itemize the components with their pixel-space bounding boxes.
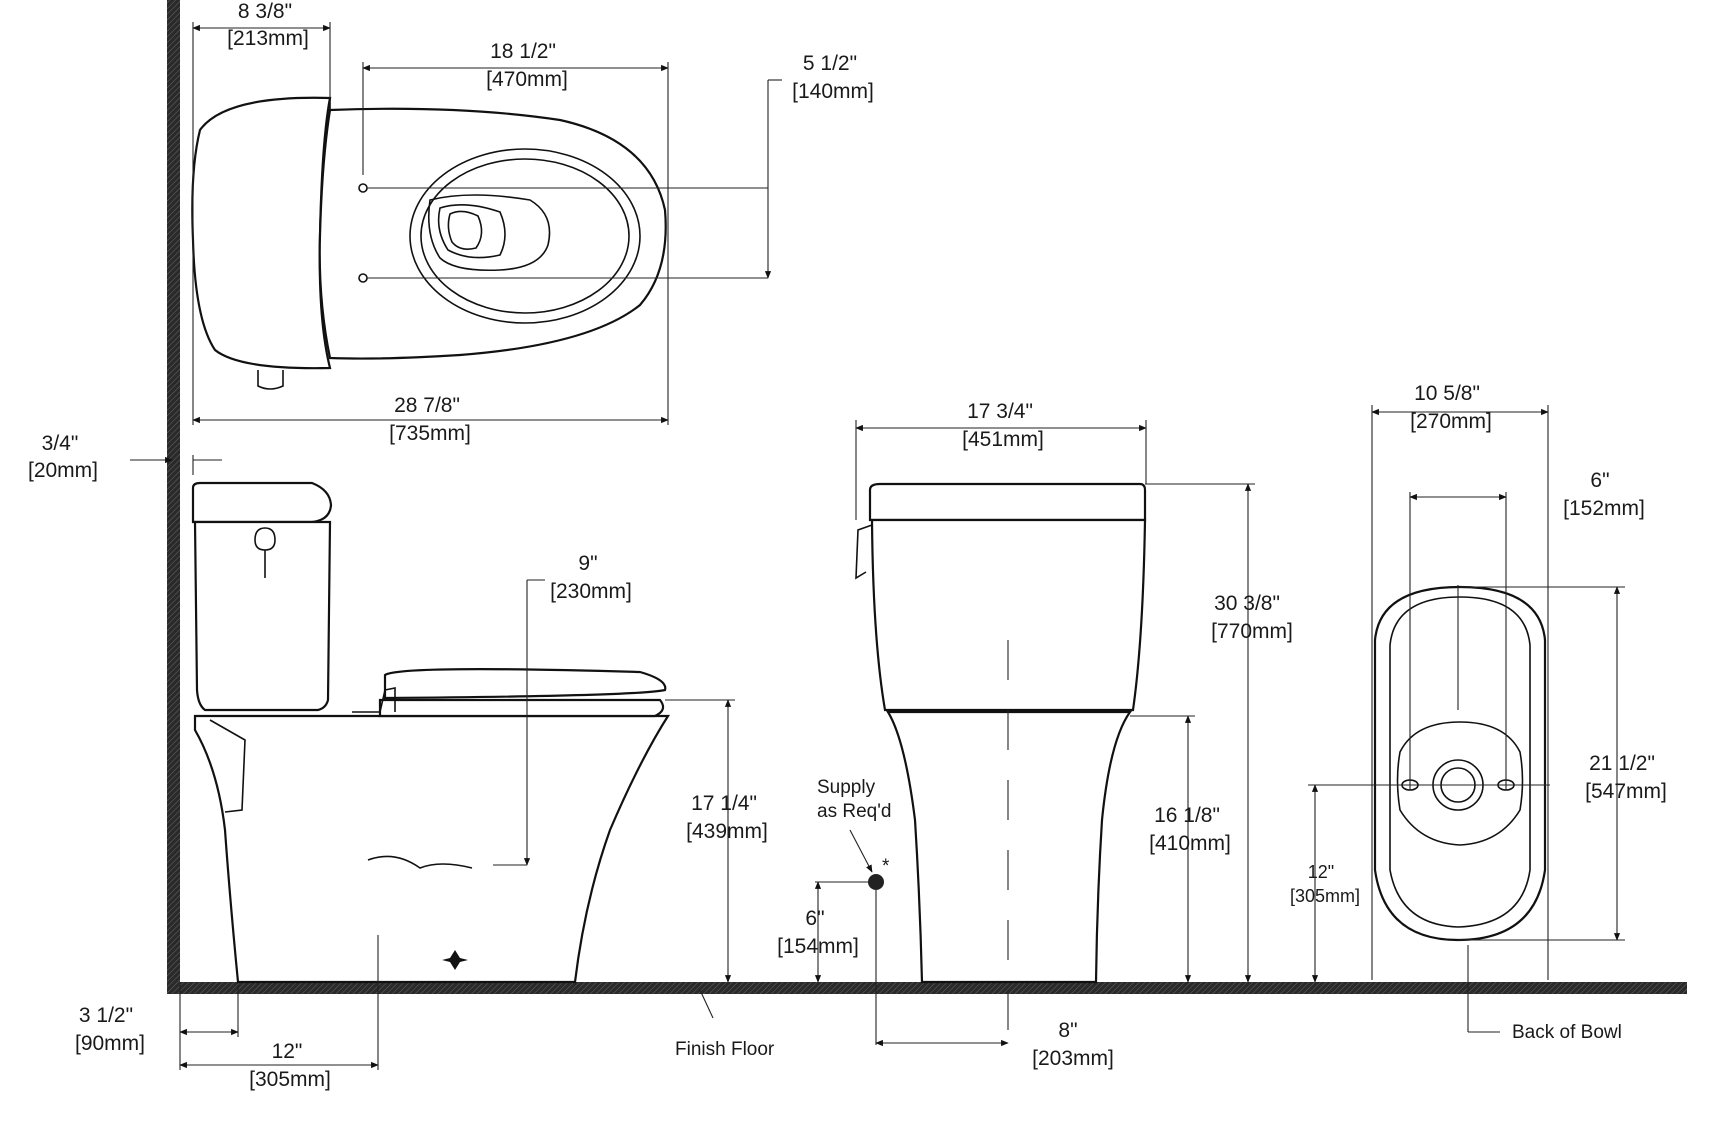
finish-floor-label: Finish Floor: [675, 1039, 775, 1060]
side-view-seat-lid: [383, 668, 667, 700]
base-view-dimensions: [1308, 405, 1625, 1033]
side-view: [191, 481, 671, 984]
dim-bowl-height-in: 16 1/8": [1154, 804, 1220, 827]
front-view-tank: [870, 518, 1147, 712]
dim-bolt-width-in: 6": [1590, 469, 1609, 492]
dim-floor-to-outlet-in: 3 1/2": [79, 1004, 133, 1027]
dim-rough-in-mm: [305mm]: [249, 1068, 331, 1091]
dim-base-length-mm: [547mm]: [1585, 780, 1667, 803]
dim-base-rough-in-in: 12": [1308, 862, 1334, 882]
top-view-tank: [191, 96, 332, 370]
dim-overall-height-mm: [770mm]: [1211, 620, 1293, 643]
top-view-bowl: [318, 107, 667, 360]
base-view-outline: [1373, 585, 1547, 942]
supply-label-line1: Supply: [817, 777, 876, 798]
dim-rim-height-mm: [439mm]: [686, 820, 768, 843]
dim-tank-width-mm: [451mm]: [962, 428, 1044, 451]
dimension-labels: 8 3/8" [213mm] 18 1/2" [470mm] 5 1/2" [1…: [28, 0, 1667, 1091]
dim-bolt-spacing-in: 5 1/2": [803, 52, 857, 75]
side-view-dimensions: [130, 455, 884, 1070]
supply-point: [868, 874, 884, 890]
dim-base-width-in: 10 5/8": [1414, 382, 1480, 405]
top-view: [191, 96, 667, 390]
dim-base-length-in: 21 1/2": [1589, 752, 1655, 775]
dim-bolt-spacing-mm: [140mm]: [792, 80, 874, 103]
dim-top-tank-depth-in: 8 3/8": [238, 0, 292, 23]
dim-seat-depth-in: 9": [578, 552, 597, 575]
dim-base-width-mm: [270mm]: [1410, 410, 1492, 433]
dim-bolt-width-mm: [152mm]: [1563, 497, 1645, 520]
dim-wall-gap-mm: [20mm]: [28, 459, 98, 482]
front-view: [855, 482, 1147, 1040]
side-view-seat: [378, 698, 665, 718]
dim-supply-height-in: 6": [805, 907, 824, 930]
dim-top-tank-depth-mm: [213mm]: [227, 27, 309, 50]
back-wall: [167, 0, 180, 993]
dim-overall-height-in: 30 3/8": [1214, 592, 1280, 615]
front-view-bowl: [886, 710, 1133, 984]
side-view-bowl: [193, 714, 671, 984]
back-of-bowl-label: Back of Bowl: [1512, 1022, 1622, 1043]
dim-floor-to-outlet-mm: [90mm]: [75, 1032, 145, 1055]
dim-tank-width-in: 17 3/4": [967, 400, 1033, 423]
base-view: [1373, 585, 1547, 942]
dim-rough-in-in: 12": [272, 1040, 303, 1063]
finish-floor-line: [167, 982, 1687, 994]
outlet-center-mark: [442, 950, 468, 970]
front-view-tank-lid: [868, 482, 1147, 522]
side-view-tank-lid: [191, 481, 333, 524]
dim-bolt-to-front-in: 18 1/2": [490, 40, 556, 63]
dim-overall-depth-in: 28 7/8": [394, 394, 460, 417]
top-view-dimensions: [192, 22, 782, 425]
dim-rim-height-in: 17 1/4": [691, 792, 757, 815]
dim-bowl-height-mm: [410mm]: [1149, 832, 1231, 855]
supply-label-line2: as Req'd: [817, 801, 891, 822]
dim-base-rough-in-mm: [305mm]: [1290, 886, 1360, 906]
dim-bolt-to-front-mm: [470mm]: [486, 68, 568, 91]
dim-overall-depth-mm: [735mm]: [389, 422, 471, 445]
annotation-labels: Supply as Req'd * Finish Floor Back of B…: [675, 777, 1622, 1060]
dim-supply-height-mm: [154mm]: [777, 935, 859, 958]
dim-seat-depth-mm: [230mm]: [550, 580, 632, 603]
dim-wall-gap-in: 3/4": [42, 432, 79, 455]
supply-asterisk: *: [882, 856, 890, 877]
side-view-tank: [193, 520, 332, 712]
front-view-dimensions: [855, 420, 1255, 1047]
dim-supply-offset-mm: [203mm]: [1032, 1047, 1114, 1070]
dim-supply-offset-in: 8": [1058, 1019, 1077, 1042]
